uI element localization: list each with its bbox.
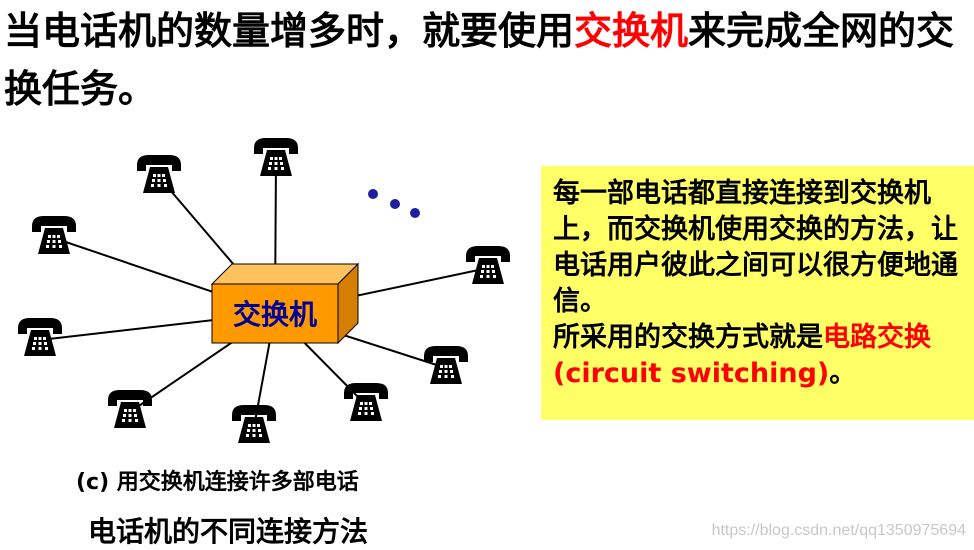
telephone-icon: [137, 155, 181, 193]
telephone-icon: [232, 405, 276, 443]
info-para2-suffix: 。: [829, 358, 857, 389]
telephone-icon: [32, 216, 76, 254]
telephone-icon: [466, 246, 510, 284]
switch-box: 交换机: [210, 262, 360, 345]
telephone-icon: [254, 138, 298, 176]
heading-part1: 当电话机的数量增多时，就要使用: [4, 9, 575, 53]
ellipsis-dots: …: [368, 189, 420, 218]
info-para2-prefix: 所采用的交换方式就是: [553, 322, 823, 353]
info-box: 每一部电话都直接连接到交换机上，而交换机使用交换的方法，让电话用户彼此之间可以很…: [541, 166, 974, 420]
switch-label: 交换机: [233, 298, 317, 331]
heading: 当电话机的数量增多时，就要使用交换机来完成全网的交换任务。: [4, 2, 964, 118]
telephone-icon: [344, 383, 388, 421]
info-para2-highlight: 电路交换 (circuit switching): [553, 322, 931, 389]
info-para1: 每一部电话都直接连接到交换机上，而交换机使用交换的方法，让电话用户彼此之间可以很…: [553, 178, 958, 317]
info-para2: 所采用的交换方式就是电路交换 (circuit switching)。: [553, 320, 966, 392]
heading-highlight: 交换机: [574, 9, 689, 53]
telephone-icon: [108, 390, 152, 428]
watermark: https://blog.csdn.net/qq1350975694: [711, 522, 966, 539]
ellipsis-text: …: [392, 209, 393, 211]
switch-diagram: 交换机 …: [18, 138, 510, 443]
figure-subtitle: 电话机的不同连接方法: [88, 515, 369, 548]
telephone-icon: [18, 318, 62, 356]
heading-part2: 来完成全网的交换任务。: [4, 9, 955, 111]
figure-caption: (c) 用交换机连接许多部电话: [76, 470, 359, 495]
telephone-icon: [424, 346, 468, 384]
